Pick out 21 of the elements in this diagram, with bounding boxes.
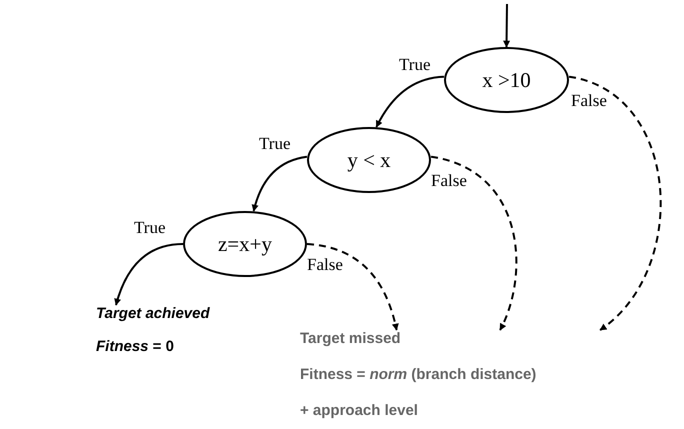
arrow (306, 243, 399, 331)
arrow (503, 4, 510, 48)
edge-label: True (258, 135, 292, 152)
condition-text: x >10 (482, 68, 531, 92)
edge-label: False (430, 172, 468, 189)
fitness-text: Fitness = norm (branch distance) (300, 366, 536, 383)
edge-label: True (398, 56, 432, 73)
condition-text: z=x+y (218, 232, 272, 256)
arrow (568, 76, 662, 331)
arrow (114, 243, 184, 306)
fitness-text: + approach level (300, 402, 419, 419)
fitness-text: Fitness = 0 (96, 338, 175, 355)
edge-label: False (570, 92, 608, 109)
outcome-heading: Target achieved (96, 305, 210, 322)
outcome-heading: Target missed (300, 330, 402, 347)
condition-text: y < x (347, 148, 391, 172)
edge-label: False (306, 256, 344, 273)
arrow (252, 156, 308, 212)
arrow (430, 156, 518, 331)
arrow (376, 76, 444, 128)
edge-label: True (133, 219, 166, 236)
